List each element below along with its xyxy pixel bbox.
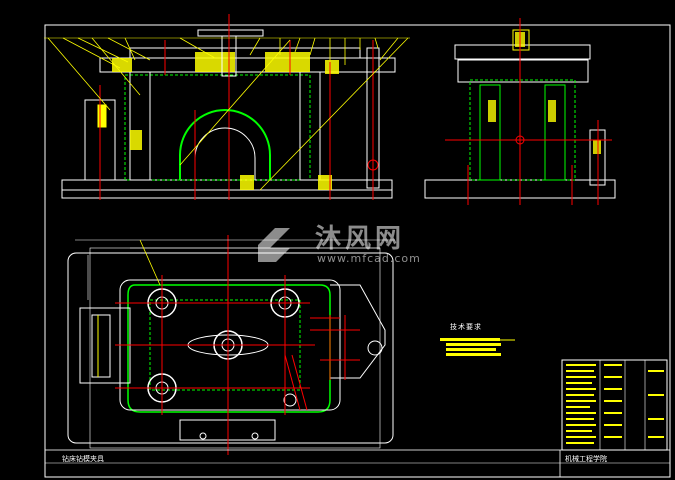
- title-block: [44, 359, 671, 478]
- watermark-brand: 沐风网: [315, 224, 406, 254]
- title-block-left-caption: 钻床钻模夹具: [62, 455, 104, 463]
- watermark: 沐风网 www.mfcad.com: [255, 218, 435, 274]
- title-block-right-caption: 机械工程学院: [565, 455, 607, 463]
- top-view: [67, 235, 395, 455]
- watermark-logo-icon: [258, 228, 290, 262]
- watermark-url: www.mfcad.com: [317, 252, 421, 265]
- technical-requirements-title: 技术要求: [450, 323, 482, 331]
- side-view: [424, 18, 616, 205]
- technical-requirements-lines: [440, 338, 515, 356]
- front-view: [44, 14, 410, 200]
